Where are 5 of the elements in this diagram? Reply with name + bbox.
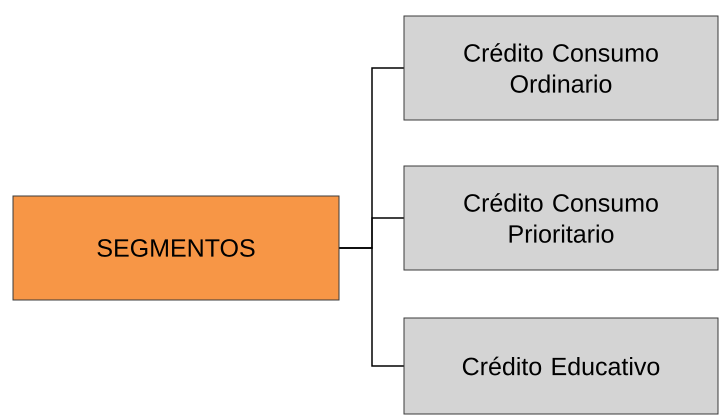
category-box: Crédito Educativo <box>404 318 718 414</box>
category-box: Crédito Consumo Prioritario <box>404 166 718 270</box>
category-box: Crédito Consumo Ordinario <box>404 16 718 120</box>
connector-line <box>340 247 404 367</box>
segment-box: SEGMENTOS <box>12 196 340 300</box>
